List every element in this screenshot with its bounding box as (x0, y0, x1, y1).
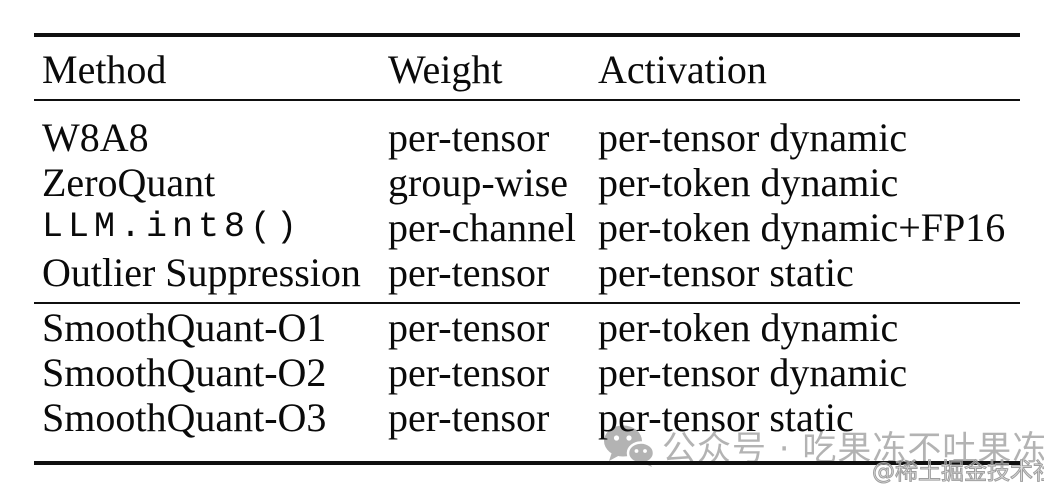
method-cell: W8A8 (42, 115, 149, 160)
table-row: SmoothQuant-O1 per-tensor per-token dyna… (0, 305, 1044, 350)
table-row: ZeroQuant group-wise per-token dynamic (0, 160, 1044, 205)
weight-cell: per-tensor (388, 395, 550, 440)
table-row: Outlier Suppression per-tensor per-tenso… (0, 250, 1044, 295)
table-bottom-rule (34, 461, 1020, 465)
activation-cell: per-token dynamic (598, 305, 899, 350)
table-top-rule (34, 33, 1020, 37)
activation-cell: per-token dynamic+FP16 (598, 205, 1006, 250)
weight-cell: per-tensor (388, 305, 550, 350)
activation-cell: per-tensor dynamic (598, 115, 908, 160)
method-cell: SmoothQuant-O2 (42, 350, 327, 395)
weight-cell: per-channel (388, 205, 576, 250)
activation-cell: per-tensor dynamic (598, 350, 908, 395)
table-header-rule (34, 99, 1020, 101)
table-row: W8A8 per-tensor per-tensor dynamic (0, 115, 1044, 160)
table-row: SmoothQuant-O2 per-tensor per-tensor dyn… (0, 350, 1044, 395)
table-header-row: Method Weight Activation (0, 47, 1044, 92)
weight-cell: per-tensor (388, 115, 550, 160)
table-row: LLM.int8() per-channel per-token dynamic… (0, 205, 1044, 250)
column-header-weight: Weight (388, 47, 503, 92)
table-group-separator-rule (34, 302, 1020, 304)
method-cell: SmoothQuant-O3 (42, 395, 327, 440)
method-cell: Outlier Suppression (42, 250, 361, 295)
method-cell: SmoothQuant-O1 (42, 305, 327, 350)
weight-cell: per-tensor (388, 250, 550, 295)
activation-cell: per-tensor static (598, 395, 854, 440)
activation-cell: per-token dynamic (598, 160, 899, 205)
method-cell: ZeroQuant (42, 160, 216, 205)
column-header-method: Method (42, 47, 167, 92)
column-header-activation: Activation (598, 47, 767, 92)
method-cell-monospace: LLM.int8() (42, 207, 303, 247)
community-watermark-text: @稀土掘金技术社区 (872, 459, 1044, 486)
activation-cell: per-tensor static (598, 250, 854, 295)
weight-cell: per-tensor (388, 350, 550, 395)
weight-cell: group-wise (388, 160, 568, 205)
table-row: SmoothQuant-O3 per-tensor per-tensor sta… (0, 395, 1044, 440)
